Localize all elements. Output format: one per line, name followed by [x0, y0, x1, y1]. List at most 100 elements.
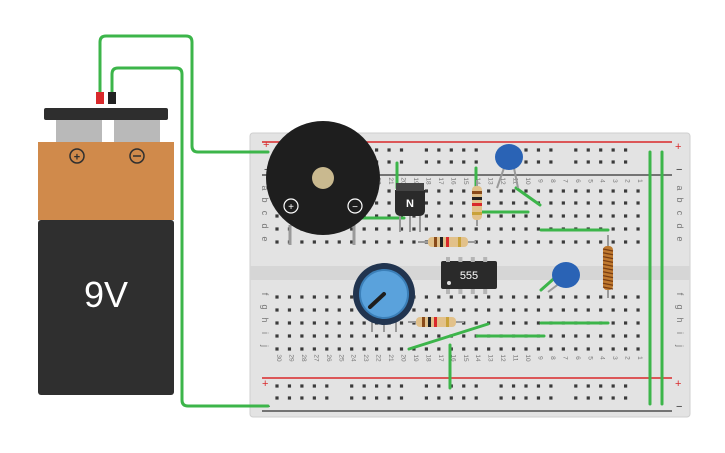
npn-transistor[interactable]: N — [395, 183, 425, 232]
wire-cap-diagonal[interactable] — [514, 186, 542, 207]
column-number-bottom: 9 — [536, 356, 543, 360]
piezo-buzzer[interactable]: + − — [266, 121, 380, 245]
potentiometer[interactable] — [353, 263, 415, 332]
column-number-top: 5 — [586, 179, 593, 183]
buzzer-minus-label: − — [352, 202, 358, 213]
column-number-top: 9 — [536, 179, 543, 183]
column-number-top: 2 — [624, 179, 631, 183]
rail-plus-right-bottom: + — [675, 378, 681, 390]
column-number-top: 7 — [561, 179, 568, 183]
row-letter-left: b — [260, 197, 270, 202]
column-number-top: 1 — [636, 179, 643, 183]
column-number-bottom: 20 — [400, 354, 407, 362]
row-letter-left: c — [260, 211, 270, 216]
column-number-bottom: 28 — [300, 354, 307, 362]
column-number-bottom: 10 — [524, 354, 531, 362]
transistor-label: N — [406, 198, 414, 210]
row-letter-right: a — [675, 185, 685, 190]
column-number-bottom: 17 — [437, 354, 444, 362]
column-number-bottom: 12 — [499, 354, 506, 362]
battery-voltage-label: 9V — [84, 274, 128, 315]
wire-pot-diagonal[interactable] — [407, 322, 490, 351]
row-letter-left: g — [260, 304, 270, 309]
column-number-top: 4 — [599, 179, 606, 183]
row-letter-right: h — [675, 317, 685, 322]
battery-plus-icon — [69, 148, 85, 164]
column-number-top: 15 — [462, 177, 469, 185]
buzzer-minus-icon — [347, 198, 363, 214]
resistor-horizontal-bottom[interactable] — [408, 317, 464, 327]
battery-red-lead — [96, 92, 104, 104]
ceramic-capacitor-top[interactable] — [495, 144, 523, 189]
battery-9v[interactable]: + 9V — [38, 92, 174, 395]
ic-pins — [446, 257, 488, 294]
column-number-top: 12 — [499, 177, 506, 185]
column-number-top: 17 — [437, 177, 444, 185]
column-number-bottom: 3 — [611, 356, 618, 360]
column-number-bottom: 22 — [375, 354, 382, 362]
column-number-top: 3 — [611, 179, 618, 183]
rail-minus-right-top: − — [676, 164, 682, 176]
battery-plus-label: + — [74, 152, 80, 164]
wires — [98, 34, 664, 408]
rail-minus-right-bottom: − — [676, 401, 682, 413]
column-number-top: 16 — [449, 177, 456, 185]
column-number-bottom: 5 — [586, 356, 593, 360]
battery-black-lead — [108, 92, 116, 104]
row-letter-right: j — [675, 344, 685, 347]
column-number-bottom: 29 — [287, 354, 294, 362]
column-number-bottom: 15 — [462, 354, 469, 362]
ic-555-timer[interactable]: 555 — [441, 257, 497, 294]
ic-label: 555 — [460, 270, 478, 282]
battery-cap — [44, 108, 168, 120]
row-letter-right: g — [675, 304, 685, 309]
wire-battery-negative[interactable] — [110, 66, 270, 408]
row-letter-right: e — [675, 236, 685, 241]
transistor-body — [395, 190, 425, 216]
buzzer-center — [312, 167, 334, 189]
inductor[interactable] — [602, 235, 614, 298]
battery-terminal-positive[interactable] — [56, 120, 102, 142]
column-number-top: 6 — [574, 179, 581, 183]
ceramic-capacitor-right[interactable] — [547, 262, 580, 293]
column-number-bottom: 18 — [424, 354, 431, 362]
row-letter-right: d — [675, 223, 685, 228]
inductor-coil-bands — [602, 248, 614, 290]
column-number-bottom: 1 — [636, 356, 643, 360]
column-number-top: 8 — [549, 179, 556, 183]
rail-plus-left-bottom: + — [262, 378, 268, 390]
pot-indicator — [368, 292, 386, 309]
resistor-horizontal-top[interactable] — [418, 237, 476, 247]
capacitor-right-body — [552, 262, 580, 288]
row-letter-right: i — [675, 332, 685, 334]
column-number-top: 13 — [487, 177, 494, 185]
column-number-bottom: 14 — [474, 354, 481, 362]
row-letter-left: h — [260, 317, 270, 322]
column-number-bottom: 27 — [312, 354, 319, 362]
buzzer-plus-label: + — [288, 202, 294, 213]
battery-terminal-negative[interactable] — [114, 120, 160, 142]
rail-plus-right-top: + — [675, 141, 681, 153]
column-number-bottom: 11 — [512, 355, 519, 362]
battery-body-bottom — [38, 220, 174, 395]
ic-body — [441, 261, 497, 289]
row-letter-left: j — [260, 344, 270, 347]
column-number-bottom: 8 — [549, 356, 556, 360]
column-number-top: 10 — [524, 177, 531, 185]
column-number-top: 11 — [512, 178, 519, 185]
column-number-bottom: 26 — [325, 354, 332, 362]
row-letter-right: f — [675, 293, 685, 296]
column-number-bottom: 19 — [412, 354, 419, 362]
column-number-bottom: 30 — [275, 354, 282, 362]
column-number-top: 21 — [387, 177, 394, 185]
column-number-top: 20 — [400, 177, 407, 185]
resistor-vertical[interactable] — [472, 180, 482, 226]
column-number-top: 18 — [424, 177, 431, 185]
wire-battery-positive[interactable] — [98, 34, 270, 154]
column-number-bottom: 23 — [362, 354, 369, 362]
row-letter-left: f — [260, 293, 270, 296]
column-number-bottom: 13 — [487, 354, 494, 362]
column-number-bottom: 2 — [624, 356, 631, 360]
